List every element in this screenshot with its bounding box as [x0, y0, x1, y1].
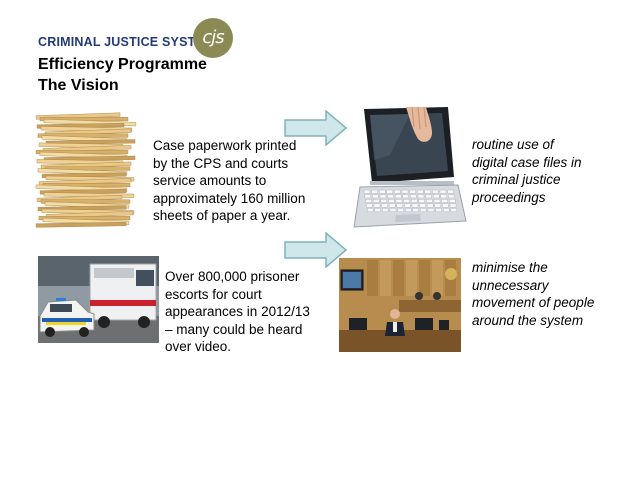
- logo-org-name: CRIMINAL JUSTICE SYSTEM: [38, 35, 215, 49]
- paper-stack-photo: [33, 108, 137, 230]
- page-subtitle: The Vision: [38, 77, 119, 94]
- escorts-fact-line: over video.: [165, 339, 232, 354]
- vision-line: proceedings: [472, 189, 546, 205]
- vision-line: criminal justice: [472, 172, 561, 187]
- vision-line: minimise the: [472, 260, 548, 275]
- vision-line: unnecessary: [472, 277, 549, 293]
- video-courtroom-photo: [339, 258, 461, 352]
- right-arrow-icon: [284, 232, 348, 268]
- escorts-fact-line: appearances in 2012/13: [165, 304, 310, 319]
- vision-line: routine use of: [472, 137, 554, 152]
- logo-mark: cjs: [202, 27, 224, 48]
- paperwork-fact: Case paperwork printed by the CPS and co…: [153, 137, 343, 225]
- paperwork-fact-line: by the CPS and courts: [153, 155, 289, 171]
- paperwork-fact-line: service amounts to: [153, 173, 267, 188]
- paperwork-fact-line: approximately 160 million: [153, 190, 306, 206]
- digital-files-vision: routine use of digital case files in cri…: [472, 136, 632, 206]
- vision-line: movement of people: [472, 295, 595, 310]
- vision-line: digital case files in: [472, 154, 582, 170]
- paperwork-fact-line: sheets of paper a year.: [153, 208, 291, 223]
- escorts-fact-line: Over 800,000 prisoner: [165, 269, 300, 284]
- prison-van-photo: [38, 256, 159, 343]
- right-arrow-icon: [284, 110, 348, 146]
- escorts-fact-line: – many could be heard: [165, 321, 303, 337]
- paperwork-fact-line: Case paperwork printed: [153, 138, 297, 153]
- vision-line: around the system: [472, 312, 584, 328]
- movement-vision: minimise the unnecessary movement of peo…: [472, 259, 632, 329]
- page-title: Efficiency Programme: [38, 56, 207, 73]
- escorts-fact-line: escorts for court: [165, 286, 262, 302]
- escorts-fact: Over 800,000 prisoner escorts for court …: [165, 268, 340, 356]
- tablet-laptop-photo: [350, 105, 468, 235]
- cjs-logo-icon: [193, 18, 233, 58]
